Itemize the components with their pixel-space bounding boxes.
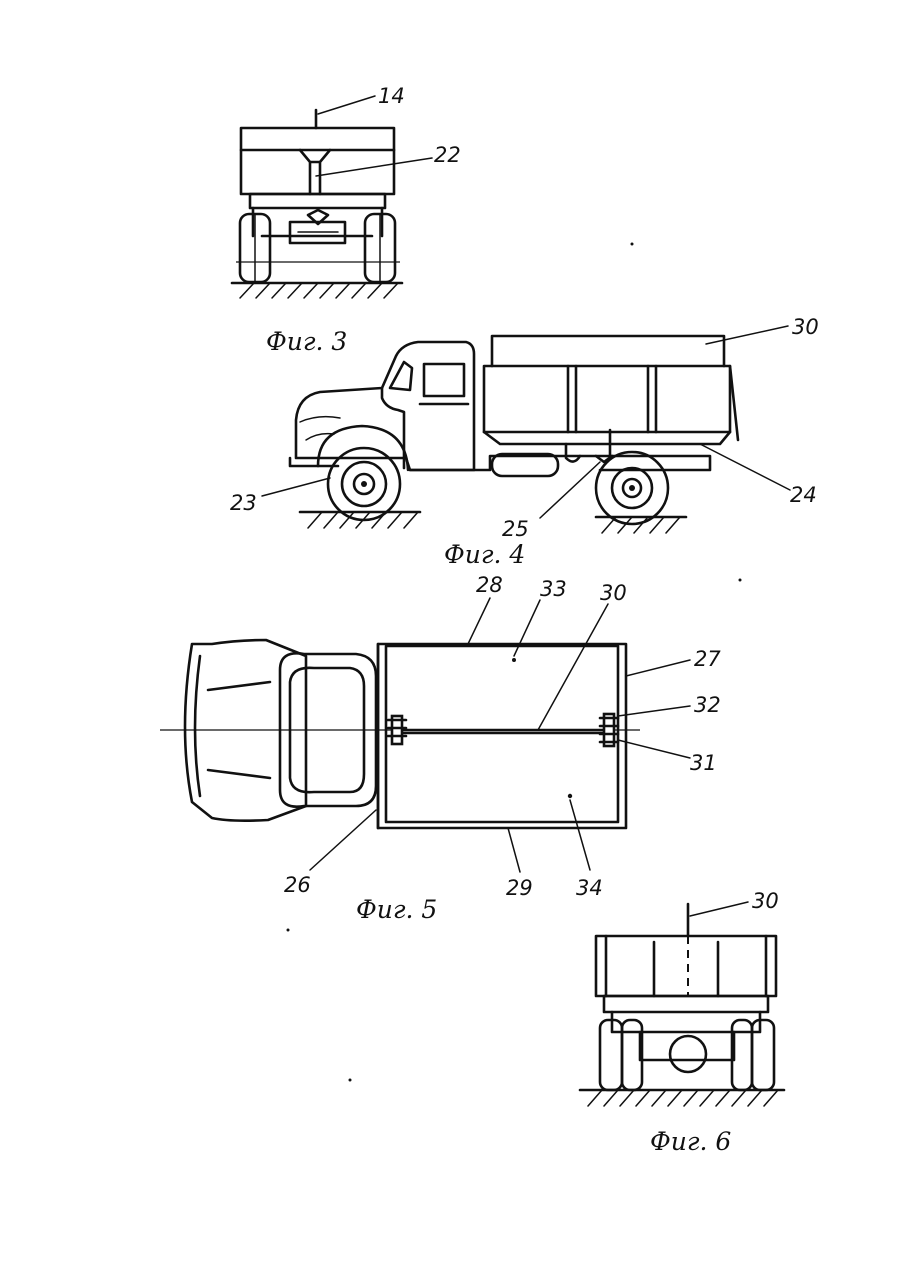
cargo-body-top [378,644,626,828]
label-30-fig5: 30 [600,581,627,605]
clamp-left [388,716,406,744]
caption-fig3: Фиг. 3 [266,327,347,356]
cargo-body [484,366,730,432]
label-14: 14 [378,84,405,108]
wheel-right-outer-fig6 [752,1020,774,1090]
figure-5: 28 33 30 27 32 31 26 29 34 Фиг. 5 [160,573,721,924]
figure-3: 14 22 Фиг. 3 [232,84,461,356]
truck-body-rear [596,936,776,996]
label-33: 33 [540,577,567,601]
label-32: 32 [694,693,721,717]
label-22: 22 [434,143,461,167]
figure-6: 30 Фиг. 6 [580,889,784,1156]
ground-hatching-fig6 [580,1090,784,1106]
truck-cab [290,342,474,470]
caption-fig5: Фиг. 5 [356,895,437,924]
label-27: 27 [694,647,721,671]
axle-housing [670,1036,706,1072]
label-31: 31 [690,751,717,775]
clamp-right-31-32 [600,714,618,746]
caption-fig6: Фиг. 6 [650,1127,731,1156]
label-28: 28 [476,573,503,597]
cab-window [424,364,464,396]
label-23: 23 [230,491,257,515]
label-29: 29 [506,876,533,900]
label-24: 24 [790,483,817,507]
caption-fig4: Фиг. 4 [444,540,525,569]
funnel-22 [300,150,330,194]
chassis-frame [410,456,710,470]
hitch-25 [566,444,580,462]
label-34: 34 [576,876,603,900]
ground-hatching-fig3 [232,283,402,298]
label-26: 26 [284,873,311,897]
label-30-fig6: 30 [752,889,779,913]
cover-30 [492,336,724,366]
label-30-fig4: 30 [792,315,819,339]
label-25: 25 [502,517,529,541]
